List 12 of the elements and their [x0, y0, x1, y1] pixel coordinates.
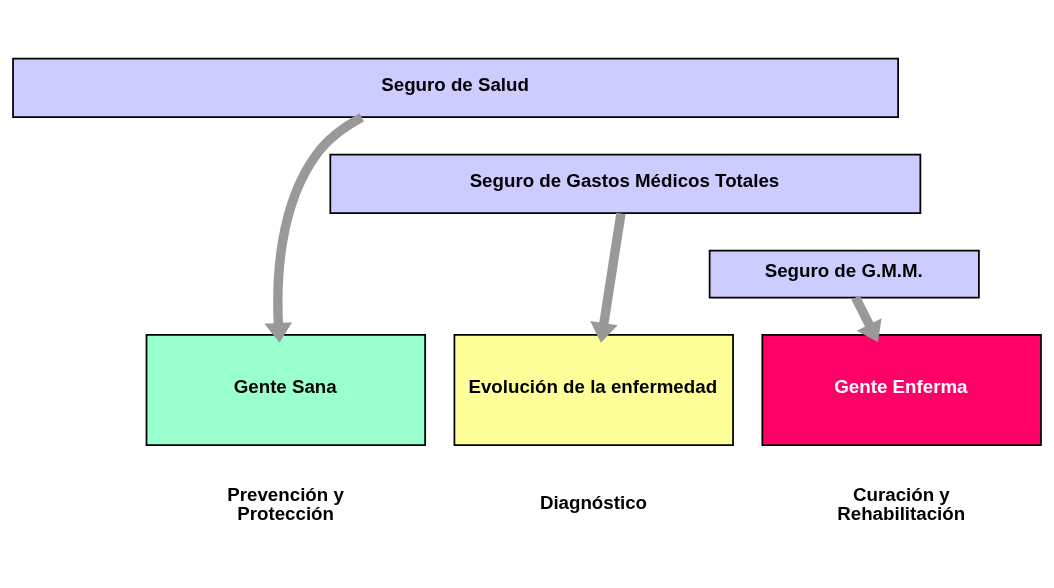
arrow: [264, 113, 365, 343]
node-box: Seguro de G.M.M.: [708, 249, 980, 299]
node-box: Gente Enferma: [761, 334, 1042, 446]
node-box: Seguro de Gastos Médicos Totales: [329, 153, 922, 215]
node-box: Gente Sana: [145, 334, 427, 446]
node-label: Curación y Rehabilitación: [837, 483, 966, 524]
node-box: Evolución de la enfermedad: [453, 334, 734, 446]
arrow: [851, 295, 882, 343]
node-box: Seguro de Salud: [12, 57, 899, 119]
node-label: Prevención y Protección: [227, 483, 344, 524]
arrow: [590, 212, 626, 343]
node-label: Diagnóstico: [539, 492, 647, 514]
